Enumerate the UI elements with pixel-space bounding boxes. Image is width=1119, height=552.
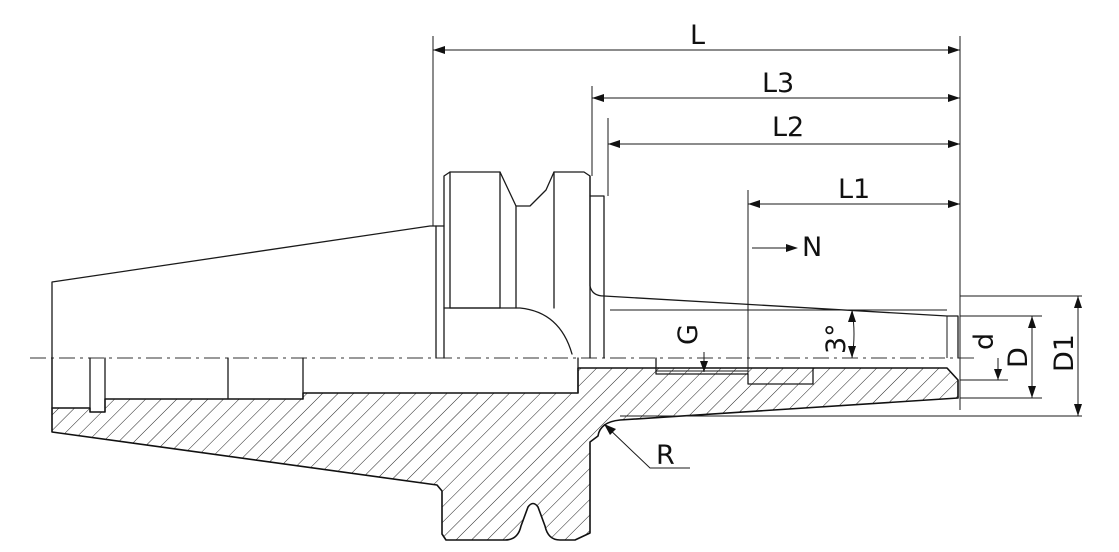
label-g: G <box>673 324 704 345</box>
arrow-l3-right <box>948 94 960 102</box>
arrow-angle-bottom <box>848 346 856 358</box>
arrow-l-right <box>948 46 960 54</box>
arrow-bigd-top <box>1028 316 1036 328</box>
arrow-l2-right <box>948 140 960 148</box>
arrow-l1-right <box>948 200 960 208</box>
arrow-n <box>786 244 798 252</box>
v-groove <box>449 171 555 309</box>
label-r: R <box>656 440 675 471</box>
tapered-nose <box>603 295 959 359</box>
collar <box>589 195 605 359</box>
r-fillet <box>589 175 605 297</box>
arrow-l3-left <box>592 94 604 102</box>
label-l: L <box>690 20 705 51</box>
label-d: d <box>969 333 1000 350</box>
arrow-r <box>604 424 616 435</box>
arrow-d <box>994 369 1002 380</box>
groove-curve <box>449 307 573 355</box>
arrow-bigd-bottom <box>1028 386 1036 398</box>
label-l2: L2 <box>772 112 804 143</box>
label-n: N <box>802 232 822 263</box>
label-angle: 3° <box>821 323 852 354</box>
arrow-l1-left <box>748 200 760 208</box>
arrow-d1-bottom <box>1074 404 1082 416</box>
arrow-g <box>700 361 708 372</box>
arrow-l2-left <box>608 140 620 148</box>
taper-shank <box>51 225 437 359</box>
section-hatch <box>51 367 959 541</box>
arrow-d1-top <box>1074 296 1082 308</box>
leader-r <box>605 425 690 469</box>
arrow-l-left <box>433 46 445 54</box>
label-l3: L3 <box>762 68 794 99</box>
label-l1: L1 <box>838 174 870 205</box>
label-bigd: D <box>1003 347 1034 368</box>
label-d1: D1 <box>1049 334 1080 372</box>
arrow-angle-top <box>848 310 856 322</box>
flange <box>435 171 591 359</box>
